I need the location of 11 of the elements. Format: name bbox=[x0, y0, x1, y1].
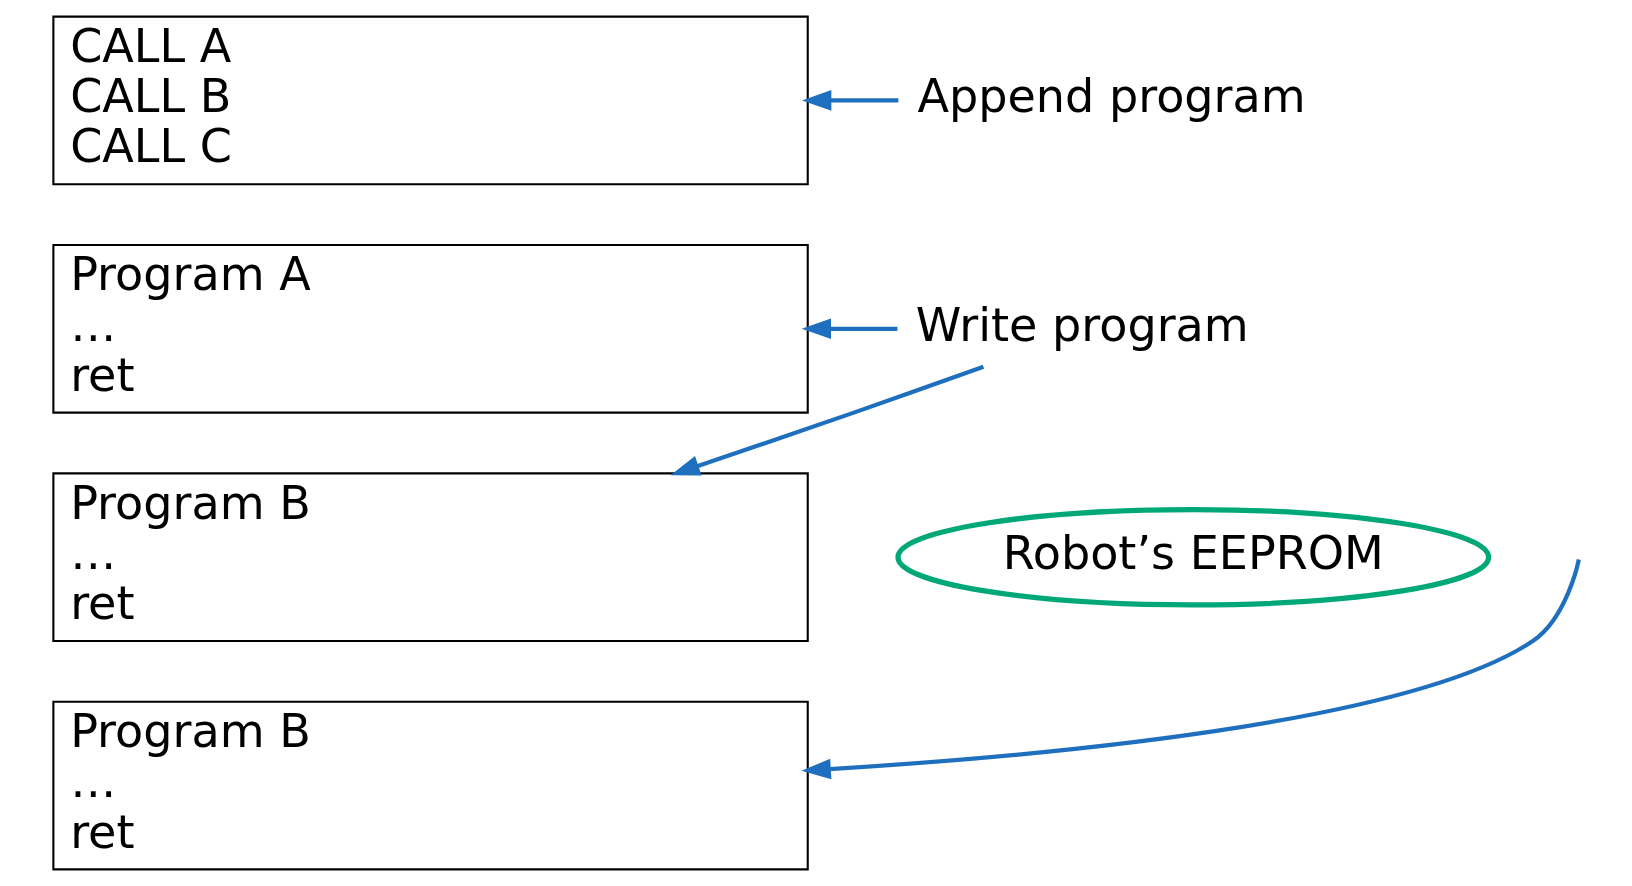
arrow bbox=[669, 364, 984, 476]
node-box: Program B … ret bbox=[51, 472, 809, 643]
arrow bbox=[801, 318, 897, 340]
arrow bbox=[801, 90, 898, 111]
node-box: CALL A CALL B CALL C bbox=[51, 15, 809, 186]
node-ellipse: Robot’s EEPROM bbox=[894, 506, 1491, 608]
node-text: Write program bbox=[915, 297, 1249, 352]
node-text: Append program bbox=[917, 69, 1306, 124]
node-box: Program B … ret bbox=[51, 700, 809, 871]
arrow bbox=[800, 558, 1581, 780]
node-box: Program A … ret bbox=[51, 243, 809, 414]
